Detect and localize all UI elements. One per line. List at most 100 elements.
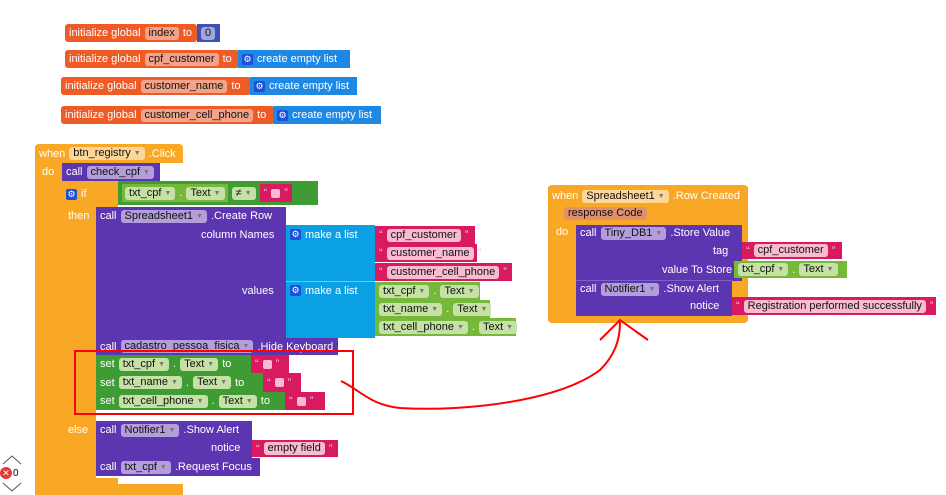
component-dropdown[interactable]: txt_name▼ — [118, 376, 182, 389]
component-dropdown[interactable]: txt_cpf▼ — [738, 263, 789, 276]
txt-cpf-text-getter[interactable]: txt_cpf▼.Text▼ — [375, 282, 480, 300]
if-header[interactable]: ⚙if — [62, 181, 118, 207]
text-value[interactable]: cpf_customer — [753, 244, 828, 257]
empty-string[interactable] — [271, 188, 281, 198]
empty-string[interactable] — [274, 378, 284, 387]
gear-icon[interactable]: ⚙ — [290, 285, 301, 296]
component-dropdown[interactable]: Spreadsheet1▼ — [582, 189, 669, 203]
component-dropdown[interactable]: txt_cpf▼ — [379, 284, 430, 298]
property-dropdown[interactable]: Text▼ — [799, 263, 838, 276]
make-list-columns-block[interactable]: ⚙make a list — [286, 225, 375, 281]
btn-registry-click-event[interactable] — [35, 144, 62, 495]
text-value[interactable]: empty field — [263, 442, 325, 455]
text-registration-success[interactable]: “Registration performed successfully” — [732, 297, 936, 315]
component-dropdown[interactable]: txt_cpf▼ — [125, 186, 176, 200]
empty-text-block[interactable]: “” — [251, 355, 289, 373]
procedure-dropdown[interactable]: check_cpf▼ — [86, 165, 154, 179]
property-dropdown[interactable]: Text▼ — [192, 376, 232, 389]
number-block[interactable]: 0 — [197, 24, 220, 42]
text-empty-field[interactable]: “empty field” — [252, 440, 338, 457]
var-name[interactable]: customer_cell_phone — [140, 108, 254, 122]
label: call — [580, 227, 597, 239]
number-value[interactable]: 0 — [201, 26, 216, 40]
mutator-gear-icon[interactable]: ⚙ — [66, 188, 77, 200]
property-dropdown[interactable]: Text▼ — [440, 284, 479, 298]
gear-icon[interactable]: ⚙ — [277, 109, 288, 121]
empty-text-block[interactable]: “” — [285, 392, 325, 410]
text-cpf-customer[interactable]: “cpf_customer” — [742, 242, 842, 259]
create-empty-list-block[interactable]: ⚙create empty list — [238, 50, 350, 68]
gear-icon[interactable]: ⚙ — [254, 80, 265, 92]
empty-text-block[interactable]: “” — [259, 184, 292, 202]
component-dropdown[interactable]: Spreadsheet1▼ — [120, 210, 207, 223]
compare-block[interactable]: txt_cpf▼.Text▼ ≠▼ “” — [118, 181, 318, 205]
empty-string[interactable] — [262, 359, 272, 369]
text-value[interactable]: customer_cell_phone — [386, 265, 500, 279]
var-name[interactable]: cpf_customer — [144, 52, 219, 66]
txt-cell-phone-text-getter[interactable]: txt_cell_phone▼.Text▼ — [375, 318, 518, 336]
var-name[interactable]: index — [144, 26, 179, 40]
component-dropdown[interactable]: Tiny_DB1▼ — [600, 227, 667, 240]
text-cpf-customer[interactable]: “cpf_customer” — [375, 226, 475, 244]
property-dropdown[interactable]: Text▼ — [478, 320, 518, 334]
text-value[interactable]: cpf_customer — [386, 228, 461, 242]
chevron-up-icon[interactable] — [2, 455, 22, 465]
response-code-parameter[interactable]: response Code — [564, 207, 647, 220]
make-list-values-block[interactable]: ⚙make a list — [286, 281, 375, 338]
txt-cpf-text-getter[interactable]: txt_cpf▼.Text▼ — [122, 184, 228, 202]
property-dropdown[interactable]: Text▼ — [453, 302, 492, 316]
label: Notifier1 — [124, 424, 166, 436]
component-dropdown[interactable]: txt_cpf▼ — [118, 357, 170, 371]
text-value[interactable]: customer_name — [386, 246, 474, 260]
chevron-down-icon[interactable] — [2, 482, 22, 492]
txt-name-text-getter[interactable]: txt_name▼.Text▼ — [375, 300, 492, 318]
component-dropdown[interactable]: txt_name▼ — [379, 302, 443, 316]
quote-icon: ” — [464, 229, 469, 241]
create-empty-list-block[interactable]: ⚙create empty list — [250, 77, 357, 95]
if-else-block[interactable] — [62, 181, 96, 487]
label: when — [552, 190, 579, 202]
label: .Create Row — [210, 210, 273, 222]
component-dropdown[interactable]: txt_cpf▼ — [120, 460, 171, 474]
create-empty-list-block[interactable]: ⚙create empty list — [273, 106, 381, 124]
component-dropdown[interactable]: Notifier1▼ — [120, 424, 180, 437]
gear-icon[interactable]: ⚙ — [242, 53, 253, 65]
component-dropdown[interactable]: txt_cell_phone▼ — [118, 394, 208, 408]
property-dropdown[interactable]: Text▼ — [186, 186, 225, 200]
txt-cpf-text-getter[interactable]: txt_cpf▼.Text▼ — [734, 261, 847, 278]
text-customer-name[interactable]: “customer_name” — [375, 244, 481, 262]
label: .Show Alert — [183, 424, 240, 436]
operator-dropdown[interactable]: ≠▼ — [231, 186, 256, 200]
component-dropdown[interactable]: txt_cell_phone▼ — [379, 320, 468, 334]
quote-icon: “ — [267, 376, 271, 389]
quote-icon: “ — [746, 244, 750, 257]
gear-icon[interactable]: ⚙ — [290, 229, 301, 240]
var-name[interactable]: customer_name — [140, 79, 228, 93]
empty-string[interactable] — [296, 396, 306, 406]
text-customer-cell-phone[interactable]: “customer_cell_phone” — [375, 263, 512, 281]
component-dropdown[interactable]: cadastro_pessoa_fisica▼ — [120, 340, 254, 353]
component-dropdown[interactable]: btn_registry▼ — [69, 147, 145, 160]
component-dropdown[interactable]: Notifier1▼ — [600, 283, 660, 296]
text-value[interactable]: Registration performed successfully — [743, 299, 926, 313]
error-icon[interactable]: ✕ — [0, 467, 12, 479]
label: txt_cpf — [124, 460, 157, 473]
property-dropdown[interactable]: Text▼ — [180, 357, 219, 371]
empty-text-block[interactable]: “” — [263, 373, 301, 392]
property-dropdown[interactable]: Text▼ — [218, 394, 257, 408]
